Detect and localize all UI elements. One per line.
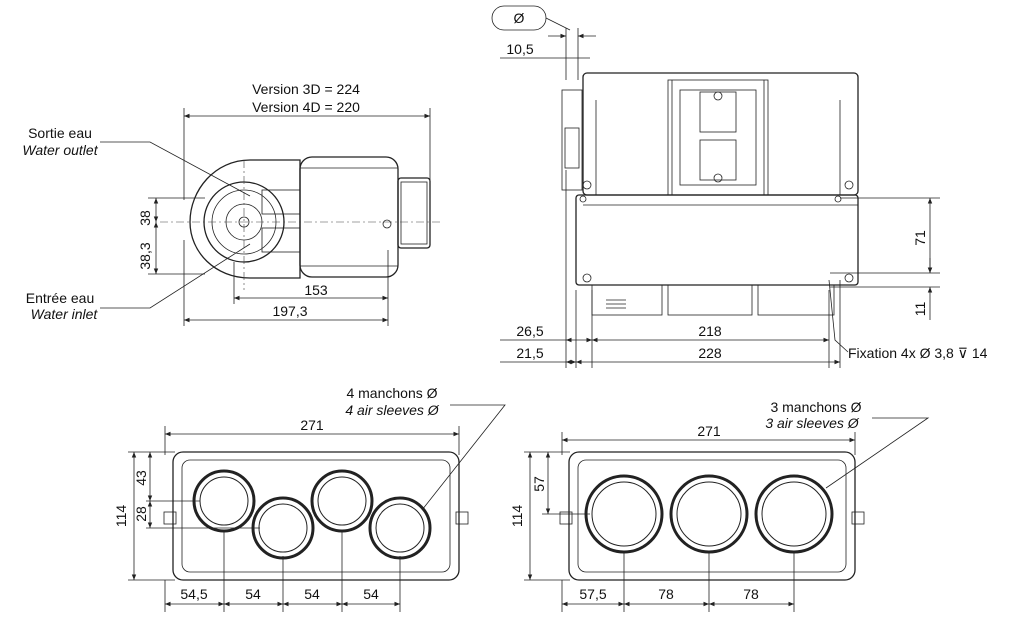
dim-38: 38 [137, 210, 153, 226]
dim-26-5: 26,5 [516, 323, 543, 339]
sleeve-large-1 [584, 474, 664, 554]
dim-71: 71 [912, 230, 928, 246]
front-view-3-sleeves: 271 114 57 57,5 78 78 3 manchons Ø 3 air… [509, 399, 930, 612]
sleeve-4 [368, 496, 432, 560]
front4-dim-114: 114 [113, 505, 129, 528]
front3-sleeves-label-en: 3 air sleeves Ø [765, 415, 859, 431]
version-3d-label: Version 3D = 224 [252, 81, 360, 97]
dim-11: 11 [912, 302, 928, 317]
water-inlet-label-fr: Entrée eau [26, 290, 95, 306]
dim-153: 153 [304, 282, 328, 298]
side-view: Version 3D = 224 Version 4D = 220 Sortie… [22, 81, 440, 326]
water-outlet-label-fr: Sortie eau [28, 125, 92, 141]
dim-197-3: 197,3 [272, 303, 307, 319]
diameter-symbol: Ø [514, 10, 525, 26]
front-view-4-sleeves: 271 114 43 28 54,5 54 54 54 4 manchons Ø… [113, 385, 506, 612]
front4-sleeves-label-fr: 4 manchons Ø [346, 385, 437, 401]
dim-38-3: 38,3 [137, 242, 153, 269]
fixation-label: Fixation 4x Ø 3,8 ⊽ 14 [848, 345, 988, 361]
dim-228: 228 [698, 345, 722, 361]
front4-sleeves-label-en: 4 air sleeves Ø [345, 402, 439, 418]
front3-dim-57: 57 [531, 476, 547, 492]
front3-dim-271: 271 [697, 423, 721, 439]
sleeve-1 [192, 469, 256, 533]
front4-dim-271: 271 [300, 417, 324, 433]
dim-10-5: 10,5 [506, 41, 533, 57]
front4-dim-54-c: 54 [363, 586, 379, 602]
water-inlet-leader [100, 243, 251, 309]
dim-218: 218 [698, 323, 722, 339]
water-outlet-label-en: Water outlet [22, 142, 98, 158]
sleeve-large-2 [669, 474, 749, 554]
side-view-body [160, 156, 440, 290]
top-view: Ø 10,5 [491, 5, 988, 368]
front4-dim-28: 28 [133, 506, 149, 522]
front4-dim-54-5: 54,5 [180, 586, 207, 602]
front4-dim-43: 43 [133, 470, 149, 486]
dim-21-5: 21,5 [516, 345, 543, 361]
sleeve-2 [251, 496, 315, 560]
front4-sleeves-leader [421, 404, 506, 511]
front3-sleeves-label-fr: 3 manchons Ø [770, 399, 861, 415]
front4-dim-54-b: 54 [304, 586, 320, 602]
fixation-leader [828, 279, 849, 353]
front3-dim-78-b: 78 [743, 586, 759, 602]
front3-dim-78-a: 78 [658, 586, 674, 602]
front3-sleeves-leader [825, 417, 930, 489]
water-outlet-leader [100, 141, 251, 197]
front3-dim-114: 114 [509, 505, 525, 528]
version-4d-label: Version 4D = 220 [252, 99, 360, 115]
water-inlet-label-en: Water inlet [31, 306, 99, 322]
sleeve-3 [310, 469, 374, 533]
front3-dim-57-5: 57,5 [579, 586, 606, 602]
sleeve-large-3 [754, 474, 834, 554]
front4-dim-54-a: 54 [245, 586, 261, 602]
top-view-body [561, 72, 859, 316]
